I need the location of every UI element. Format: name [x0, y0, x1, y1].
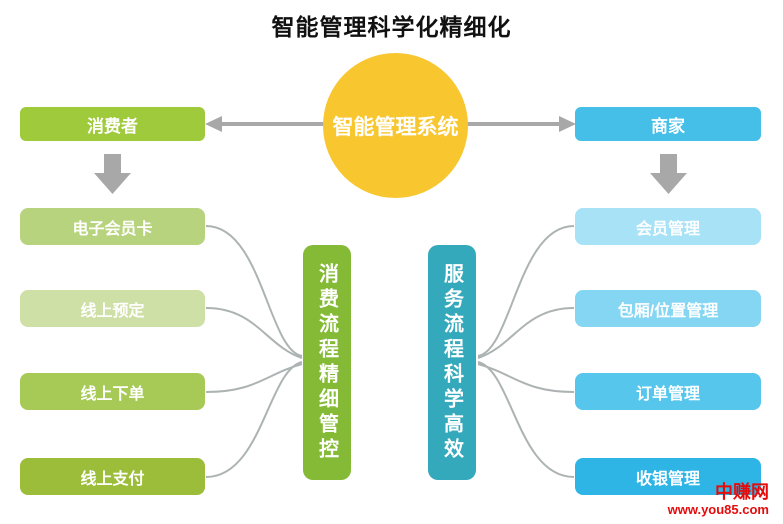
left-item-online-payment: 线上支付 [20, 458, 205, 495]
merchant-header: 商家 [575, 107, 761, 141]
arrow-down-left-icon [94, 154, 131, 194]
arrow-left-icon [205, 116, 330, 132]
right-item-cashier-management: 收银管理 [575, 458, 761, 495]
arrow-right-icon [461, 116, 576, 132]
consumer-process-bar: 消费流程精细管控 [303, 245, 351, 480]
consumer-header: 消费者 [20, 107, 205, 141]
center-node-label: 智能管理系统 [332, 115, 459, 139]
right-item-member-management: 会员管理 [575, 208, 761, 245]
watermark-site-url: www.you85.com [667, 502, 769, 518]
right-connector-curves [477, 225, 575, 478]
watermark: 中赚网 www.you85.com [668, 482, 769, 518]
arrow-down-right-icon [650, 154, 687, 194]
left-connector-curves [205, 225, 303, 478]
page-title: 智能管理科学化精细化 [271, 14, 512, 40]
consumer-process-bar-label: 消费流程精细管控 [315, 262, 338, 463]
left-item-online-booking: 线上预定 [20, 290, 205, 327]
right-item-room-location-management: 包厢/位置管理 [575, 290, 761, 327]
center-node: 智能管理系统 [323, 53, 468, 198]
left-item-emember-card: 电子会员卡 [20, 208, 205, 245]
watermark-site-name: 中赚网 [715, 482, 769, 503]
right-item-order-management: 订单管理 [575, 373, 761, 410]
service-process-bar-label: 服务流程科学高效 [440, 262, 463, 463]
left-item-online-order: 线上下单 [20, 373, 205, 410]
service-process-bar: 服务流程科学高效 [428, 245, 476, 480]
